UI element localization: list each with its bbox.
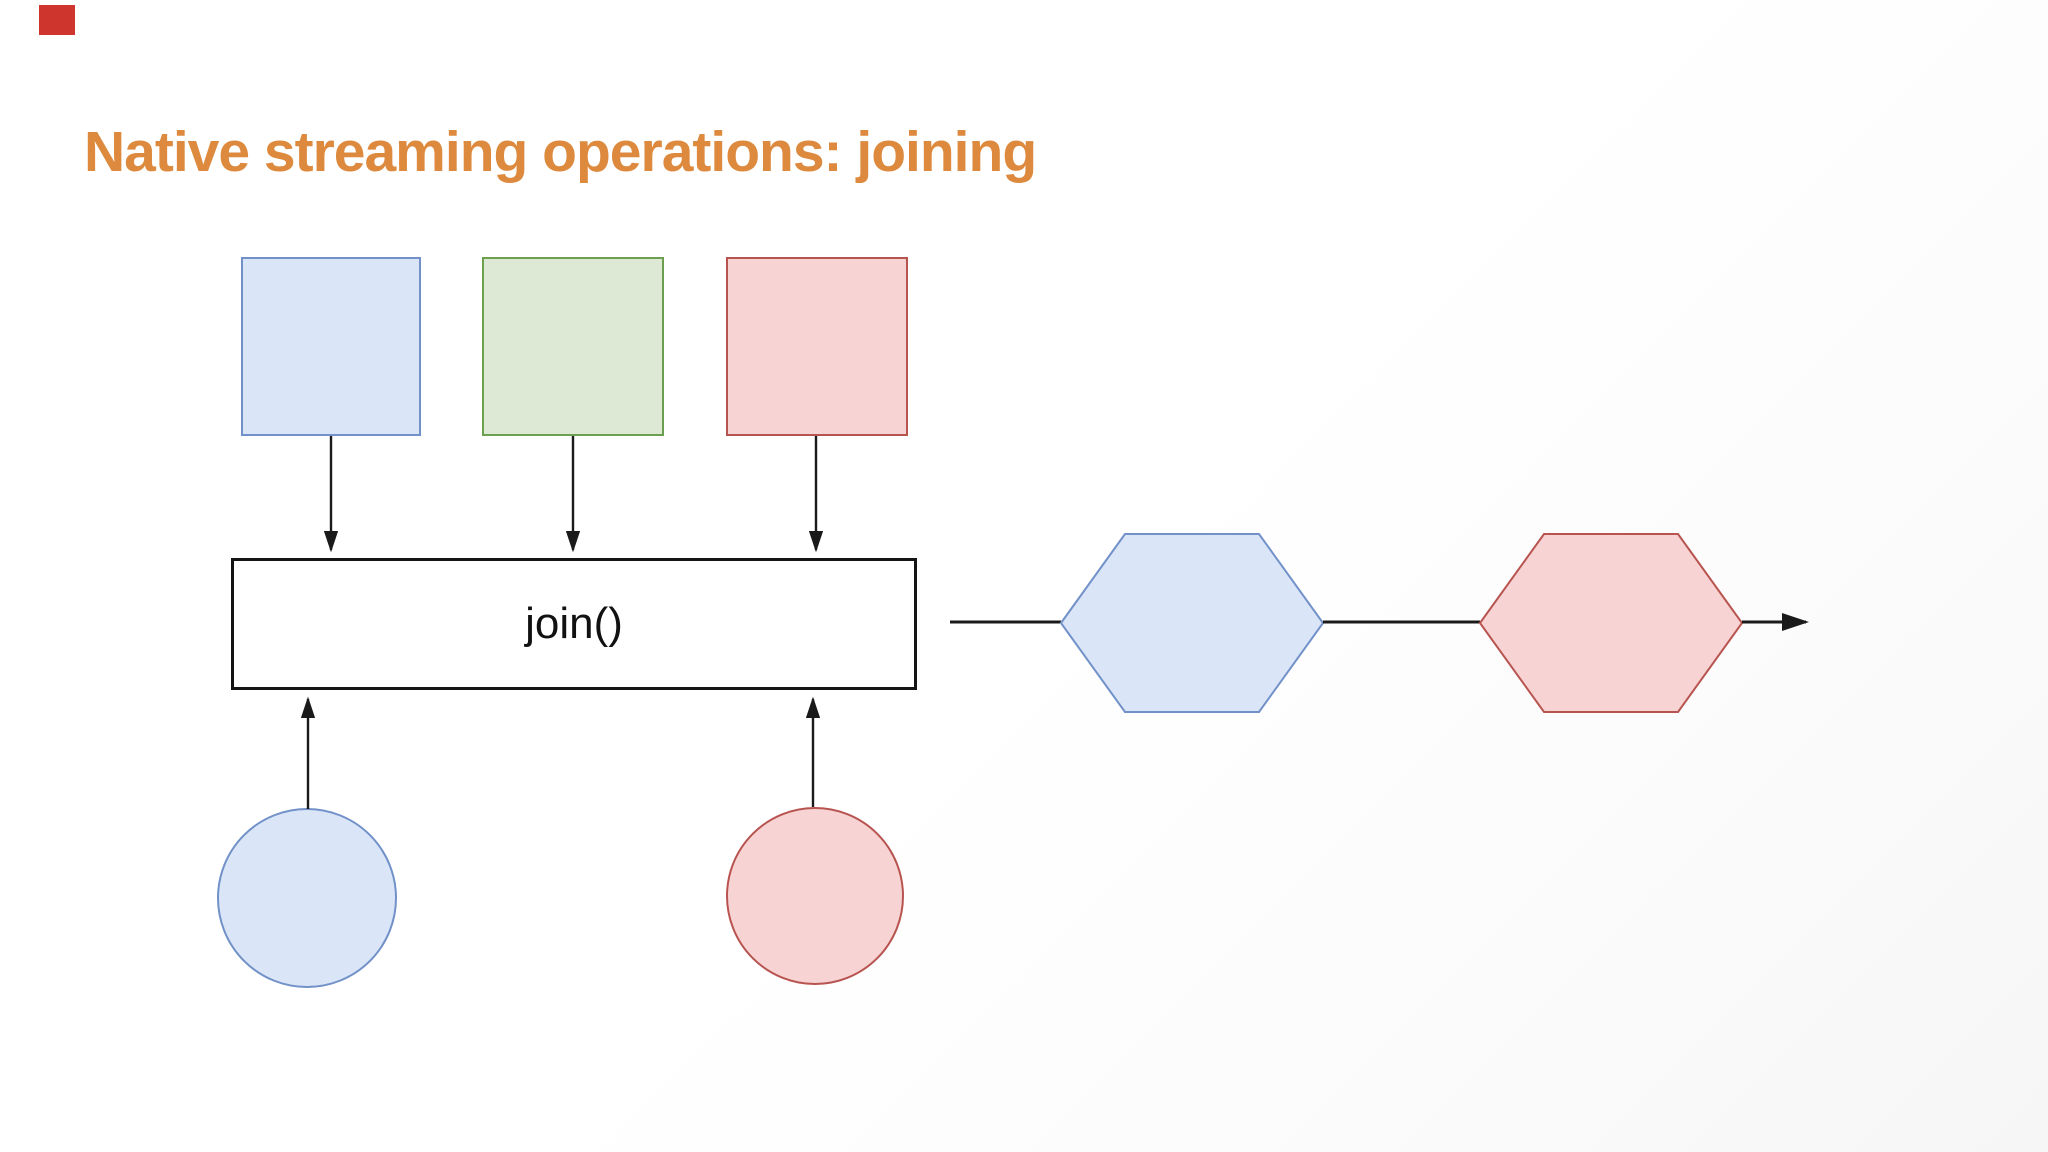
- input-circle-red: [726, 807, 904, 985]
- join-operator-box: join(): [231, 558, 917, 690]
- join-operator-label: join(): [525, 599, 623, 648]
- input-square-green: [482, 257, 664, 436]
- slide-title: Native streaming operations: joining: [84, 120, 1037, 184]
- recording-marker: [39, 5, 75, 35]
- input-circle-blue: [217, 808, 397, 988]
- input-square-blue: [241, 257, 421, 436]
- output-hexagon-blue: [1059, 533, 1325, 713]
- output-hexagon-red: [1478, 533, 1744, 713]
- input-square-red: [726, 257, 908, 436]
